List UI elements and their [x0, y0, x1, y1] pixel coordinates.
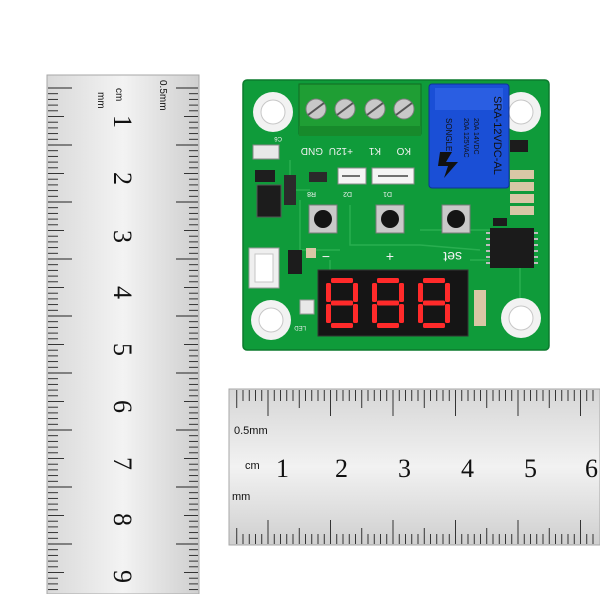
left-ruler-number: 3: [108, 230, 137, 243]
display-segment: [326, 304, 331, 323]
label-r8: R8: [307, 190, 316, 197]
ic-chip: [255, 170, 275, 182]
display-segment: [423, 300, 445, 306]
bottom-ruler-half-mm-label: 0.5mm: [234, 425, 268, 437]
thermostat-board: GND +12U K1 KO SRA-12VDC-AL 20A 14VDC 20…: [242, 79, 550, 351]
left-ruler: mm cm 0.5mm 1 2 3 4 5 6 7 8 9: [46, 74, 200, 594]
bottom-ruler-number: 6: [585, 454, 598, 483]
label-plus: +: [386, 249, 394, 265]
status-led: [299, 299, 315, 315]
left-ruler-number: 9: [108, 570, 137, 583]
display-segment: [377, 278, 399, 283]
label-d2: D2: [343, 190, 352, 197]
display-segment: [399, 283, 404, 302]
display-digits: [326, 278, 450, 328]
display-segment: [353, 283, 358, 302]
relay-brand: SONGLE: [444, 118, 453, 151]
terminal-screw: [393, 98, 415, 120]
display-segment: [353, 304, 358, 323]
display-segment: [377, 300, 399, 306]
relay-model: SRA-12VDC-AL: [491, 96, 503, 175]
label-set: set: [443, 249, 462, 265]
left-ruler-ticks: [48, 87, 198, 591]
bottom-ruler-ticks: [236, 390, 594, 544]
display-segment: [418, 304, 423, 323]
label-c6: C6: [274, 135, 282, 141]
bottom-ruler-mm-label: mm: [232, 491, 250, 503]
display-segment: [399, 304, 404, 323]
display-segment: [423, 278, 445, 283]
display-segment: [331, 278, 353, 283]
terminal-label-ko: KO: [396, 145, 411, 156]
button-minus[interactable]: [308, 204, 338, 234]
screw-terminal-block: [298, 83, 422, 136]
small-component: [284, 175, 296, 205]
sensor-connector: [248, 247, 280, 289]
bottom-ruler-number: 4: [461, 454, 474, 483]
resistor: [309, 172, 327, 182]
microcontroller-chip: [486, 228, 538, 268]
bottom-ruler-number: 2: [335, 454, 348, 483]
display-segment: [423, 323, 445, 328]
seven-segment-display: [317, 269, 469, 337]
bottom-ruler-number: 3: [398, 454, 411, 483]
left-ruler-mm-label: mm: [95, 92, 106, 109]
label-led: LED: [294, 324, 306, 330]
bottom-ruler: 0.5mm cm mm 1 2 3 4 5 6: [228, 388, 600, 546]
terminal-label-12u: +12U: [329, 145, 353, 156]
bottom-ruler-number: 1: [276, 454, 289, 483]
label-d1: D1: [383, 190, 392, 197]
relay: SRA-12VDC-AL 20A 14VDC 20A 125VAC SONGLE: [428, 83, 510, 189]
display-segment: [372, 304, 377, 323]
bottom-ruler-number: 5: [524, 454, 537, 483]
display-segment: [331, 300, 353, 306]
left-ruler-cm-label: cm: [113, 88, 124, 101]
display-segment: [326, 283, 331, 302]
button-plus[interactable]: [375, 204, 405, 234]
resistor: [474, 290, 486, 326]
button-set[interactable]: [441, 204, 471, 234]
display-segment: [445, 304, 450, 323]
small-component: [288, 250, 302, 274]
display-segment: [418, 283, 423, 302]
relay-rating-1: 20A 14VDC: [472, 118, 479, 155]
capacitor: [252, 144, 280, 160]
bottom-ruler-cm-label: cm: [245, 460, 260, 472]
left-ruler-number: 6: [108, 400, 137, 413]
display-segment: [377, 323, 399, 328]
left-ruler-number: 1: [108, 115, 137, 128]
left-ruler-number: 8: [108, 513, 137, 526]
left-ruler-number: 7: [108, 457, 137, 470]
right-components: [493, 140, 534, 226]
terminal-label-k1: K1: [368, 145, 381, 156]
terminal-screw: [364, 98, 386, 120]
terminal-screw: [334, 98, 356, 120]
display-segment: [445, 283, 450, 302]
display-segment: [331, 323, 353, 328]
display-segment: [372, 283, 377, 302]
voltage-regulator: [256, 184, 282, 218]
terminal-screw: [305, 98, 327, 120]
resistor: [306, 248, 316, 258]
left-ruler-number: 4: [108, 286, 137, 299]
relay-logo-icon: [438, 152, 458, 178]
left-ruler-number: 2: [108, 172, 137, 185]
relay-rating-2: 20A 125VAC: [462, 118, 469, 158]
left-ruler-numbers: 1 2 3 4 5 6 7 8 9: [108, 115, 137, 583]
label-minus: −: [322, 249, 330, 265]
left-ruler-half-mm-label: 0.5mm: [157, 80, 168, 111]
left-ruler-number: 5: [108, 343, 137, 356]
terminal-label-gnd: GND: [301, 145, 323, 156]
